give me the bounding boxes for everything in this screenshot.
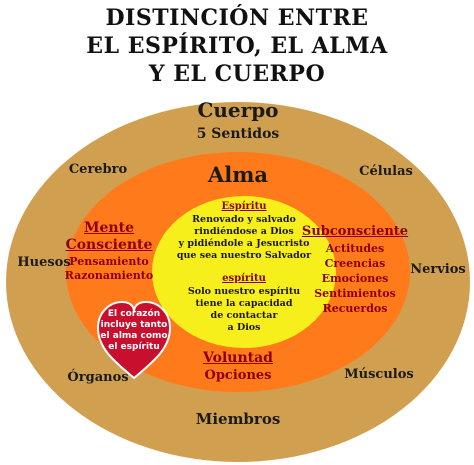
subconsciente-item-emociones: Emociones bbox=[321, 272, 389, 285]
mente-item-razonamiento: Razonamiento bbox=[64, 269, 154, 282]
diagram-title: DISTINCIÓN ENTRE EL ESPÍRITO, EL ALMA Y … bbox=[0, 4, 474, 88]
espiritu-text-2-line-3: de contactar bbox=[210, 310, 278, 321]
title-line-3: Y EL CUERPO bbox=[148, 61, 326, 87]
label-organos: Órganos bbox=[67, 370, 129, 385]
label-miembros: Miembros bbox=[195, 410, 281, 428]
espiritu-text-1-line-4: que sea nuestro Salvador bbox=[176, 250, 312, 261]
espiritu-text-1-line-3: y pidiéndole a Jesucristo bbox=[178, 238, 310, 249]
heart-line-4: el espíritu bbox=[108, 342, 160, 352]
voluntad-item-opciones: Opciones bbox=[204, 368, 272, 383]
espiritu-text-2-line-1: Solo nuestro espíritu bbox=[187, 286, 301, 297]
label-celulas: Células bbox=[359, 164, 413, 179]
label-nervios: Nervios bbox=[410, 262, 466, 277]
espiritu-heading-2: espíritu bbox=[222, 273, 266, 284]
mente-heading-2: Consciente bbox=[65, 237, 153, 253]
title-line-1: DISTINCIÓN ENTRE bbox=[105, 5, 369, 31]
heart-icon bbox=[96, 300, 172, 380]
heart-line-3: el alma como bbox=[100, 331, 168, 341]
subconsciente-item-recuerdos: Recuerdos bbox=[322, 302, 388, 315]
heart-line-1: El corazón bbox=[107, 309, 161, 319]
label-musculos: Músculos bbox=[344, 367, 414, 382]
cuerpo-title: Cuerpo bbox=[197, 98, 279, 122]
label-huesos: Huesos bbox=[17, 255, 71, 270]
espiritu-text-1-line-2: rindiéndose a Dios bbox=[194, 226, 294, 237]
heart-line-2: incluye tanto bbox=[100, 320, 168, 330]
espiritu-text-2-line-2: tiene la capacidad bbox=[195, 298, 293, 309]
cuerpo-subtitle: 5 Sentidos bbox=[196, 126, 280, 142]
espiritu-heading-1: Espíritu bbox=[221, 201, 267, 212]
subconsciente-item-creencias: Creencias bbox=[324, 257, 386, 270]
alma-title: Alma bbox=[207, 162, 269, 187]
espiritu-text-1-line-1: Renovado y salvado bbox=[192, 214, 296, 225]
subconsciente-item-sentimientos: Sentimientos bbox=[314, 287, 396, 300]
espiritu-text-2-line-4: a Dios bbox=[227, 322, 261, 333]
subconsciente-item-actitudes: Actitudes bbox=[325, 242, 385, 255]
label-cerebro: Cerebro bbox=[68, 162, 128, 177]
espiritu-circle bbox=[152, 196, 336, 348]
mente-heading-1: Mente bbox=[84, 220, 134, 236]
subconsciente-heading: Subconsciente bbox=[301, 224, 409, 239]
voluntad-heading: Voluntad bbox=[203, 350, 273, 366]
mente-item-pensamiento: Pensamiento bbox=[69, 255, 149, 268]
title-line-2: EL ESPÍRITO, EL ALMA bbox=[86, 33, 388, 59]
